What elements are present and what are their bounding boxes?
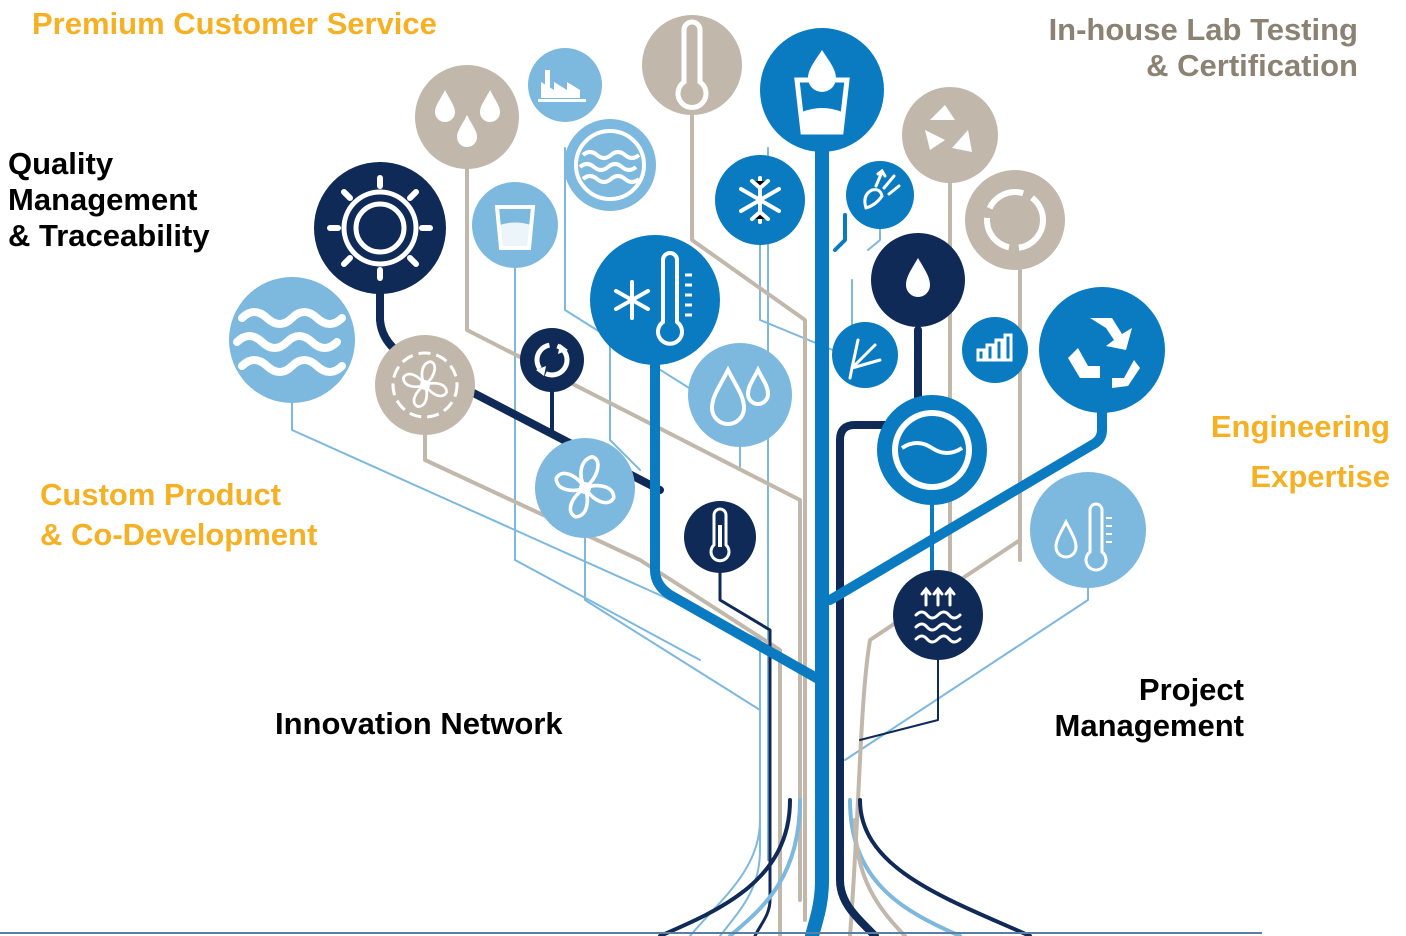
humidity-thermometer-icon [1030, 472, 1146, 588]
label-engineering-expertise: Engineering Expertise [1210, 409, 1390, 494]
branches [291, 88, 1107, 936]
recycle-arrows-icon [902, 87, 998, 183]
outward-arrows-icon [832, 322, 898, 388]
cup-icon [472, 182, 558, 268]
fan-icon [375, 335, 475, 435]
factory-icon [528, 48, 602, 122]
evaporation-icon [893, 570, 983, 660]
small-thermometer-icon [684, 501, 756, 573]
twin-drops-icon [688, 343, 792, 447]
label-custom-product: Custom Product & Co-Development [40, 477, 318, 552]
bottom-rule [0, 932, 1262, 934]
water-glass-drop-icon [760, 28, 884, 152]
fan-blades-icon [535, 438, 635, 538]
basin-icon [877, 395, 987, 505]
circular-arrows-icon [965, 170, 1065, 270]
thermometer-icon [642, 15, 742, 115]
label-project-management: Project Management [1054, 672, 1244, 743]
drop-icon [871, 233, 965, 327]
snowflake-thermometer-icon [590, 235, 720, 365]
signal-bars-icon [962, 317, 1028, 383]
water-drops-icon [415, 65, 519, 169]
label-innovation-network: Innovation Network [275, 706, 563, 741]
snowflake-icon [715, 155, 805, 245]
label-quality-management: Quality Management & Traceability [8, 146, 210, 253]
hand-arrows-icon [846, 161, 914, 229]
recycle-icon [1039, 287, 1165, 413]
gear-icon [314, 162, 446, 294]
label-in-house-lab-testing: In-house Lab Testing & Certification [1048, 12, 1358, 83]
label-premium-customer-service: Premium Customer Service [32, 6, 437, 41]
water-waves-icon [564, 119, 656, 211]
refresh-icon [520, 328, 584, 392]
waves-icon [229, 277, 355, 403]
